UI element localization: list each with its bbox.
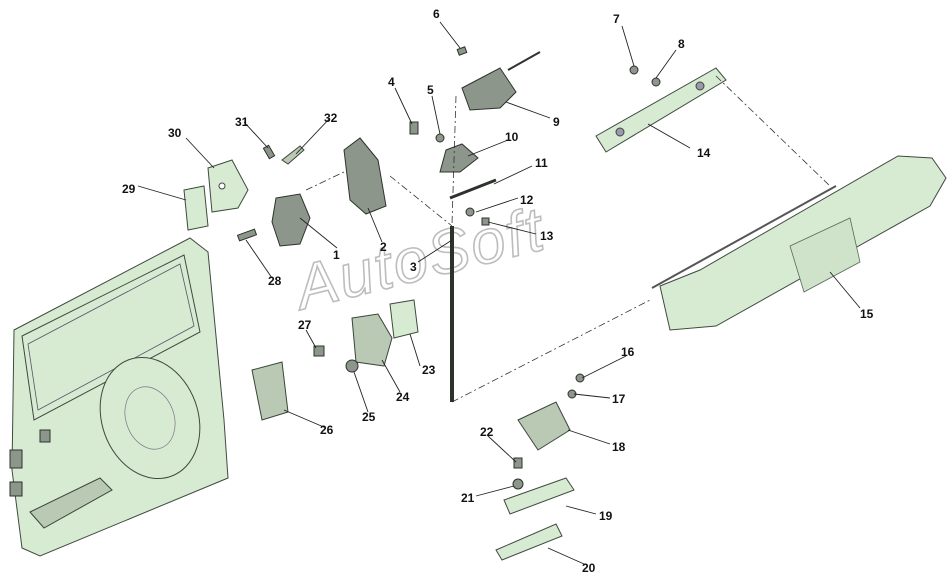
callout-8: 8 <box>678 37 685 51</box>
callout-10: 10 <box>505 130 519 144</box>
clip-13 <box>481 217 490 226</box>
washer-8 <box>651 77 661 87</box>
washer-7 <box>629 65 639 75</box>
pad-20 <box>495 523 563 561</box>
callout-9: 9 <box>553 115 560 129</box>
pin-32 <box>281 145 305 165</box>
bolt-27 <box>313 345 325 357</box>
plate-19 <box>503 477 575 515</box>
striker-bracket-26 <box>251 361 289 421</box>
handle-strip-14 <box>595 67 727 153</box>
bracket-10 <box>439 143 479 173</box>
callout-29: 29 <box>122 182 136 196</box>
callout-3: 3 <box>410 260 417 274</box>
bolt-4 <box>409 121 419 135</box>
lock-mechanism-2 <box>343 137 387 215</box>
callout-27: 27 <box>298 318 312 332</box>
callout-13: 13 <box>540 229 554 243</box>
callout-18: 18 <box>612 440 626 454</box>
rear-door-panel <box>9 237 229 557</box>
callout-26: 26 <box>320 423 334 437</box>
callout-16: 16 <box>621 345 635 359</box>
callout-4: 4 <box>388 75 395 89</box>
bolt-31 <box>262 144 276 160</box>
screw-22 <box>513 457 523 469</box>
hinge-bracket-30 <box>207 159 249 213</box>
callout-21: 21 <box>461 491 475 505</box>
callout-19: 19 <box>599 509 613 523</box>
callout-17: 17 <box>612 392 626 406</box>
rod-11 <box>449 178 497 200</box>
callout-6: 6 <box>433 7 440 21</box>
callout-31: 31 <box>235 115 249 129</box>
hinge-plate-29 <box>183 185 209 231</box>
nut-25 <box>345 359 359 373</box>
spare-wheel-cover-15 <box>651 155 947 331</box>
leader-lines <box>137 21 861 565</box>
callout-25: 25 <box>362 410 376 424</box>
washer-21 <box>512 478 524 490</box>
latch-24 <box>351 313 393 367</box>
callout-20: 20 <box>582 561 596 575</box>
callout-24: 24 <box>396 390 410 404</box>
callout-2: 2 <box>380 240 387 254</box>
callout-22: 22 <box>480 425 494 439</box>
callout-32: 32 <box>324 111 338 125</box>
callout-1: 1 <box>333 248 340 262</box>
callout-5: 5 <box>427 83 434 97</box>
callout-14: 14 <box>697 146 711 160</box>
callout-12: 12 <box>520 193 534 207</box>
clip-12 <box>465 207 475 217</box>
washer-5 <box>435 133 445 143</box>
callout-7: 7 <box>613 12 620 26</box>
watermark-text: AutoSoft <box>285 195 553 325</box>
nut-16 <box>575 373 585 383</box>
bracket-18 <box>517 401 571 451</box>
actuator-9 <box>461 51 541 111</box>
callout-15: 15 <box>860 307 874 321</box>
screw-28 <box>236 228 258 242</box>
lock-body-1 <box>271 193 311 247</box>
assembly-centre-lines <box>305 75 831 403</box>
callout-28: 28 <box>268 274 282 288</box>
callout-labels: 1 2 3 4 5 6 7 8 9 10 11 12 13 14 15 16 1… <box>122 7 874 575</box>
callout-11: 11 <box>535 156 548 170</box>
screw-6 <box>456 46 468 56</box>
callout-30: 30 <box>168 126 182 140</box>
callout-23: 23 <box>422 363 436 377</box>
plate-23 <box>389 299 419 339</box>
